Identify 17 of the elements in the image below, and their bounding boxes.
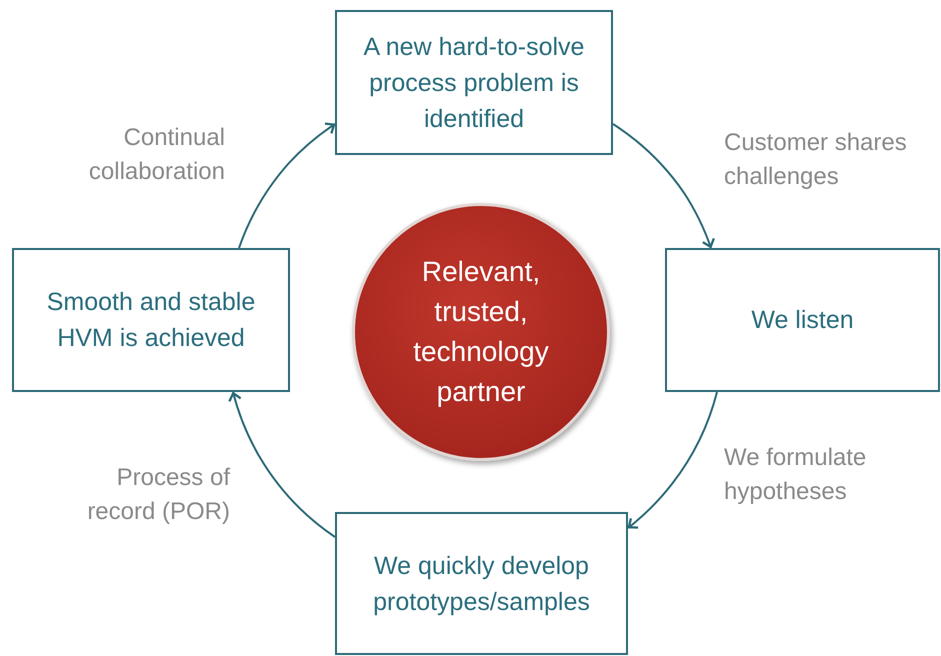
step-box <box>12 248 290 392</box>
edge-label: Continual collaboration <box>88 123 225 187</box>
cycle-arrow <box>612 123 715 248</box>
cycle-arrow <box>228 392 336 538</box>
cycle-arrow <box>238 122 336 248</box>
step-box <box>335 512 628 655</box>
step-box <box>665 248 940 392</box>
edge-label: We formulate hypotheses <box>724 443 868 507</box>
step-box <box>335 10 613 155</box>
step-text: We quickly develop prototypes/samples <box>372 550 591 618</box>
cycle-arrow <box>627 392 718 529</box>
step-text: Smooth and stable HVM is achieved <box>46 287 256 354</box>
center-text: Relevant, trusted, technology partner <box>412 255 550 409</box>
edge-label: Customer shares challenges <box>724 128 908 192</box>
step-text: A new hard-to-solve process problem is identified <box>362 32 586 134</box>
edge-label: Process of record (POR) <box>86 463 230 527</box>
step-text: We listen <box>751 305 854 336</box>
